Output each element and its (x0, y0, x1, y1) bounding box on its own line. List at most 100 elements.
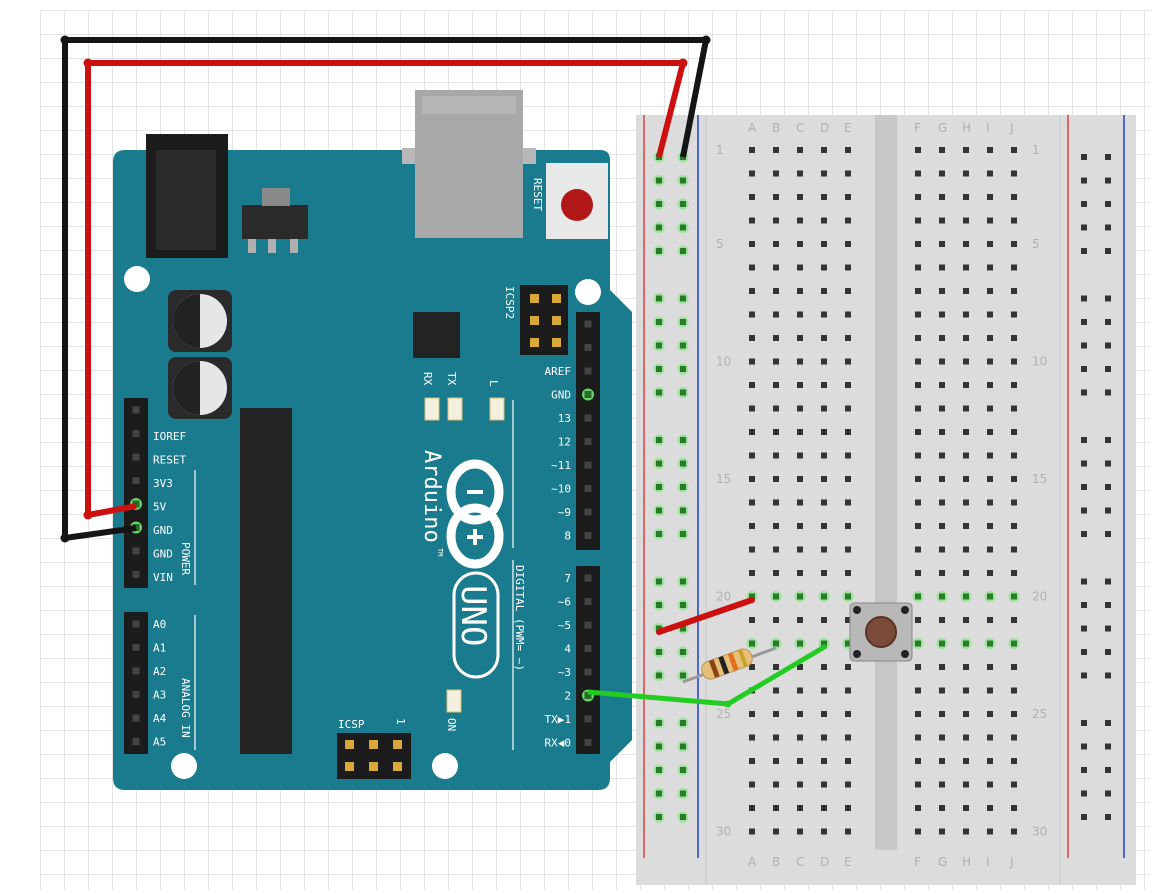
rail-hole[interactable] (1081, 672, 1087, 679)
breadboard-hole[interactable] (987, 781, 993, 788)
breadboard-hole[interactable] (939, 570, 945, 576)
header-pin[interactable] (584, 532, 592, 539)
breadboard-hole[interactable] (963, 711, 969, 717)
breadboard-hole[interactable] (749, 217, 755, 224)
breadboard-hole[interactable] (1011, 335, 1017, 341)
rail-hole[interactable] (656, 319, 662, 325)
rail-hole[interactable] (1081, 295, 1087, 302)
breadboard-hole[interactable] (963, 476, 969, 482)
rail-hole[interactable] (656, 248, 662, 254)
breadboard-hole[interactable] (987, 617, 993, 623)
breadboard-hole[interactable] (963, 170, 969, 177)
rail-hole[interactable] (1105, 201, 1111, 207)
breadboard-hole[interactable] (1011, 523, 1017, 529)
breadboard-hole[interactable] (1011, 828, 1017, 835)
breadboard-hole[interactable] (749, 499, 755, 506)
breadboard-hole[interactable] (1011, 382, 1017, 388)
breadboard-hole[interactable] (915, 405, 921, 412)
rail-hole[interactable] (680, 790, 686, 797)
breadboard-hole[interactable] (749, 311, 755, 318)
breadboard-hole[interactable] (773, 523, 779, 529)
header-pin[interactable] (132, 477, 140, 484)
breadboard-hole[interactable] (963, 147, 969, 153)
header-pin[interactable] (584, 367, 592, 375)
rail-hole[interactable] (680, 295, 686, 302)
breadboard-hole[interactable] (939, 640, 945, 647)
breadboard-hole[interactable] (915, 664, 921, 670)
breadboard-hole[interactable] (915, 805, 921, 811)
breadboard-hole[interactable] (773, 805, 779, 811)
rail-hole[interactable] (680, 248, 686, 254)
rail-hole[interactable] (1081, 389, 1087, 396)
rail-hole[interactable] (656, 342, 662, 349)
breadboard-hole[interactable] (845, 758, 851, 764)
breadboard-hole[interactable] (915, 194, 921, 200)
breadboard-hole[interactable] (773, 734, 779, 741)
breadboard-hole[interactable] (749, 664, 755, 670)
breadboard-hole[interactable] (963, 264, 969, 271)
breadboard-hole[interactable] (915, 640, 921, 647)
rail-hole[interactable] (1081, 720, 1087, 726)
breadboard-hole[interactable] (821, 147, 827, 153)
breadboard-hole[interactable] (821, 640, 827, 647)
rail-hole[interactable] (1105, 319, 1111, 325)
breadboard-hole[interactable] (915, 288, 921, 294)
breadboard-hole[interactable] (845, 217, 851, 224)
breadboard-hole[interactable] (821, 382, 827, 388)
breadboard-hole[interactable] (773, 711, 779, 717)
breadboard-hole[interactable] (1011, 405, 1017, 412)
breadboard-hole[interactable] (963, 734, 969, 741)
breadboard-hole[interactable] (963, 664, 969, 670)
breadboard-hole[interactable] (845, 264, 851, 271)
breadboard-hole[interactable] (845, 335, 851, 341)
rail-hole[interactable] (1081, 154, 1087, 160)
breadboard-hole[interactable] (773, 828, 779, 835)
breadboard-hole[interactable] (821, 734, 827, 741)
breadboard-hole[interactable] (1011, 711, 1017, 717)
header-pin[interactable] (584, 485, 592, 492)
header-pin[interactable] (132, 571, 140, 578)
breadboard-hole[interactable] (939, 429, 945, 435)
rail-hole[interactable] (680, 366, 686, 372)
breadboard-hole[interactable] (915, 217, 921, 224)
breadboard-hole[interactable] (915, 311, 921, 318)
rail-hole[interactable] (1081, 248, 1087, 254)
breadboard-hole[interactable] (845, 781, 851, 788)
breadboard-hole[interactable] (915, 147, 921, 153)
rail-hole[interactable] (1105, 295, 1111, 302)
header-pin[interactable] (584, 598, 592, 605)
header-pin[interactable] (132, 738, 140, 745)
breadboard-hole[interactable] (749, 170, 755, 177)
breadboard-hole[interactable] (987, 217, 993, 224)
rail-hole[interactable] (680, 342, 686, 349)
breadboard-hole[interactable] (749, 335, 755, 341)
breadboard-hole[interactable] (915, 617, 921, 623)
breadboard-hole[interactable] (797, 452, 803, 459)
rail-hole[interactable] (1081, 484, 1087, 490)
rail-hole[interactable] (1105, 672, 1111, 679)
breadboard-hole[interactable] (773, 687, 779, 694)
breadboard-hole[interactable] (939, 217, 945, 224)
header-pin[interactable] (584, 438, 592, 445)
header-pin[interactable] (584, 461, 592, 469)
rail-hole[interactable] (1105, 649, 1111, 655)
breadboard-hole[interactable] (987, 405, 993, 412)
rail-hole[interactable] (656, 625, 662, 632)
header-pin[interactable] (132, 547, 140, 555)
rail-hole[interactable] (680, 531, 686, 537)
breadboard-hole[interactable] (987, 194, 993, 200)
breadboard-hole[interactable] (963, 593, 969, 600)
breadboard-hole[interactable] (915, 452, 921, 459)
breadboard-hole[interactable] (963, 382, 969, 388)
rail-hole[interactable] (656, 814, 662, 820)
breadboard-hole[interactable] (1011, 288, 1017, 294)
breadboard-hole[interactable] (915, 499, 921, 506)
rail-hole[interactable] (1105, 366, 1111, 372)
breadboard-hole[interactable] (1011, 570, 1017, 576)
rail-hole[interactable] (1081, 649, 1087, 655)
header-pin[interactable] (584, 645, 592, 652)
rail-hole[interactable] (656, 672, 662, 679)
header-pin[interactable] (132, 644, 140, 651)
breadboard-hole[interactable] (1011, 758, 1017, 764)
breadboard-hole[interactable] (915, 241, 921, 247)
